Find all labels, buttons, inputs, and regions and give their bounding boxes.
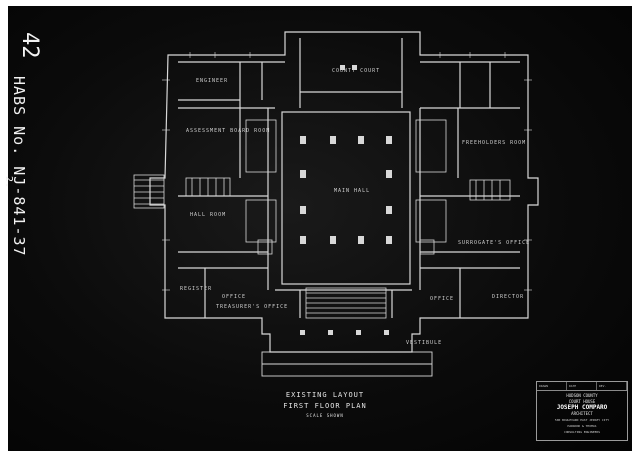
room-label-engineer: Engineer	[196, 78, 229, 84]
architect-title: Architect	[571, 411, 593, 416]
service-blocks	[245, 119, 447, 255]
caption-scale: Scale Shown	[306, 413, 344, 418]
room-label-office-se: Office	[430, 296, 455, 302]
entrance-portico	[261, 351, 433, 377]
room-label-assessment-board: Assessment Board Room	[186, 128, 271, 134]
stair-east	[469, 179, 511, 201]
main-hall-columns	[300, 65, 392, 335]
stair-south	[305, 287, 387, 319]
building-outline	[149, 31, 539, 353]
room-label-office-sw: Office	[222, 294, 247, 300]
room-label-hall-room: Hall Room	[190, 212, 227, 218]
room-label-main-hall: Main Hall	[334, 188, 371, 194]
revision-row: Drawn Date Rev.	[537, 382, 627, 391]
engineer-name: Harwood & Thomas	[567, 424, 597, 428]
engineer-title: Consulting Engineers	[563, 430, 601, 434]
title-block: Drawn Date Rev. Hudson County Court Hous…	[536, 381, 628, 441]
main-hall-outline	[281, 111, 411, 285]
room-label-freeholders: Freeholders Room	[462, 140, 527, 146]
architect-address: 500 Boulevard East Jersey City	[554, 418, 610, 422]
caption-layout: Existing Layout	[285, 391, 365, 399]
revision-cell: Date	[567, 382, 597, 390]
revision-cell: Rev.	[597, 382, 627, 390]
window-marks	[162, 52, 532, 291]
room-label-treasurer: Treasurer's Office	[216, 304, 289, 310]
stair-west	[133, 174, 231, 209]
project-name: Hudson County	[566, 393, 598, 398]
architect-name: Joseph Comparo	[556, 404, 608, 411]
room-label-surrogate: Surrogate's Office	[458, 240, 531, 246]
drawing-caption: Existing Layout First Floor Plan Scale S…	[250, 391, 400, 418]
room-label-director: Director	[492, 294, 525, 300]
room-label-register: Register	[180, 286, 213, 292]
room-label-vestibule: Vestibule	[406, 340, 443, 346]
room-label-county-court: County Court	[332, 68, 381, 74]
caption-floor: First Floor Plan	[283, 402, 367, 410]
revision-cell: Drawn	[537, 382, 567, 390]
project-building: Court House	[568, 399, 596, 404]
